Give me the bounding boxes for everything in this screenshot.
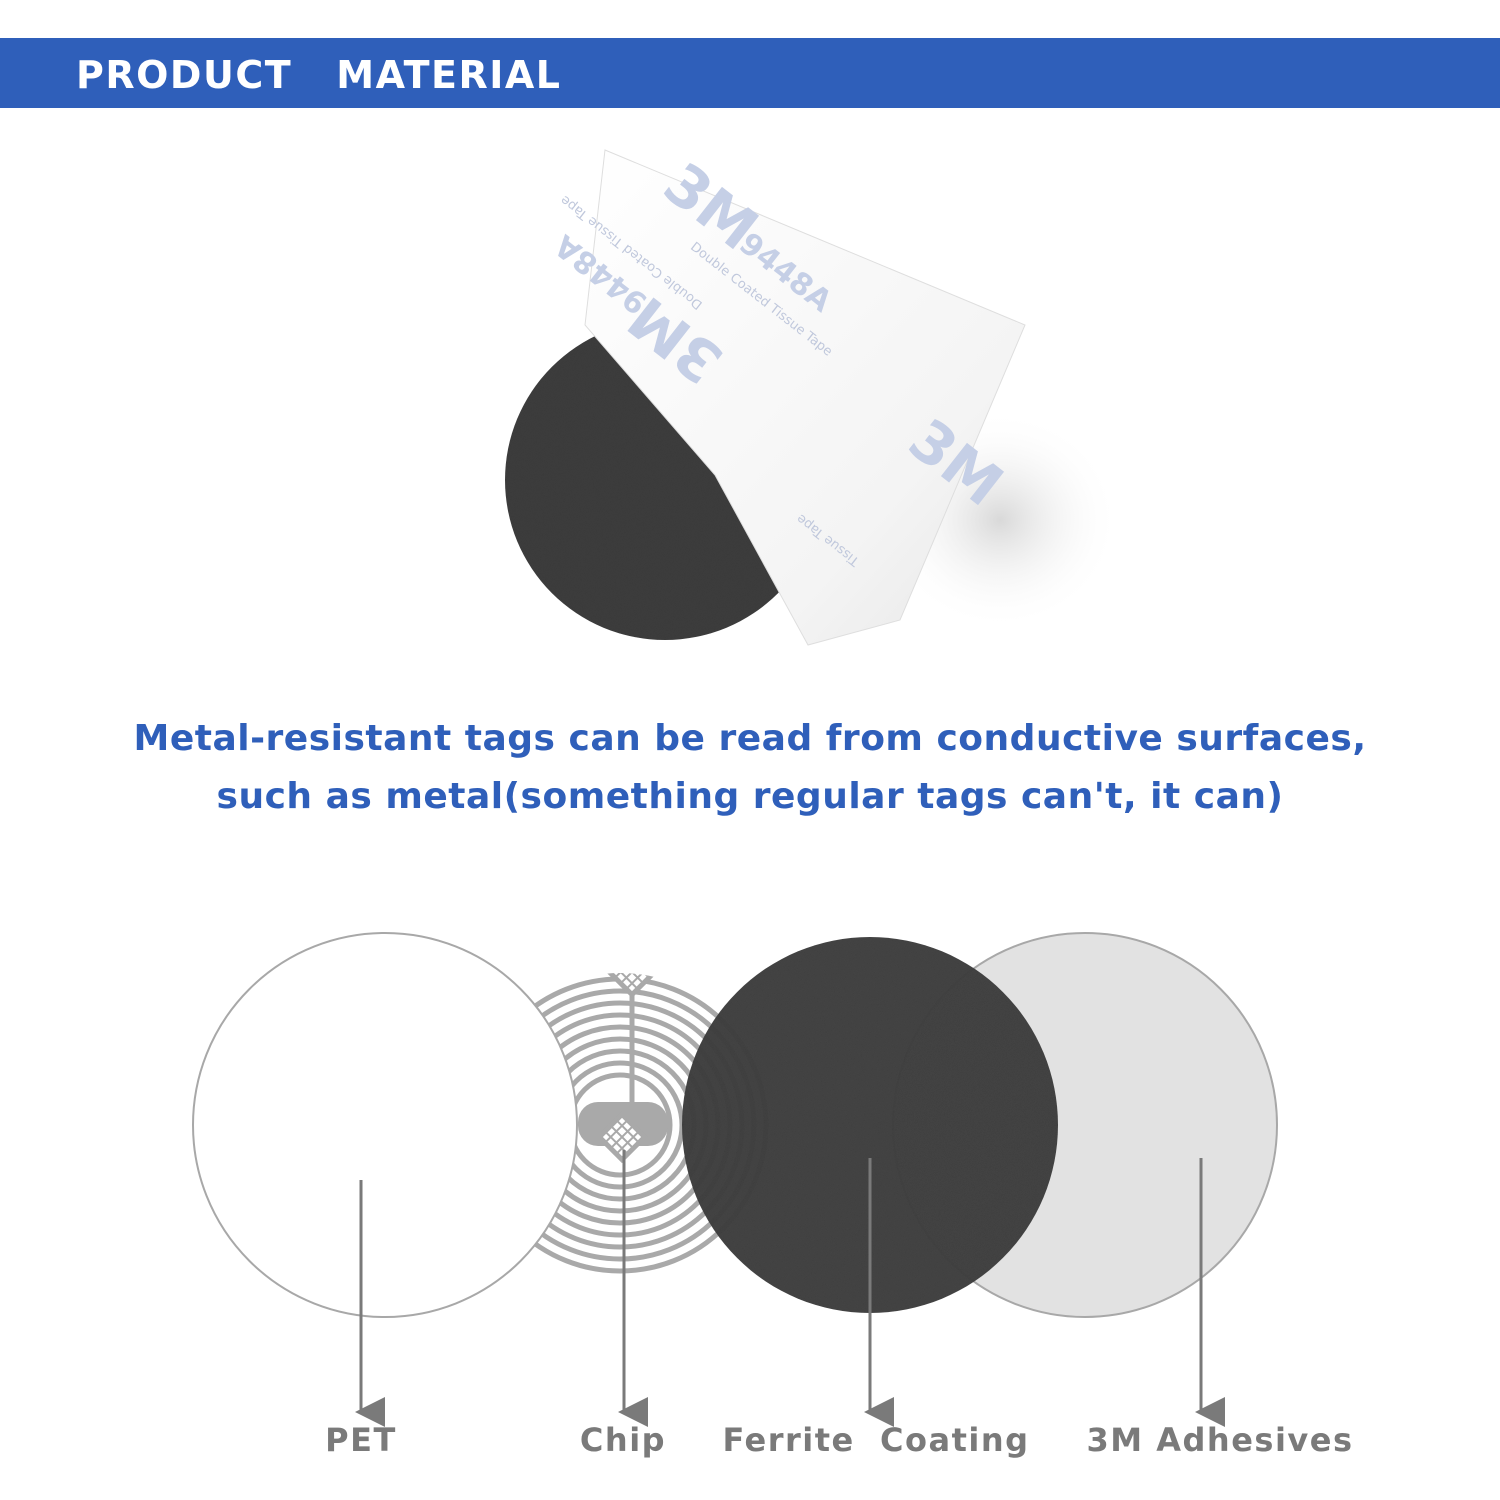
layer-label-ferrite-coating: Ferrite Coating	[722, 1421, 1030, 1459]
description-line-1: Metal-resistant tags can be read from co…	[133, 718, 1367, 759]
layer-label-pet: PET	[325, 1421, 397, 1459]
tape-liner	[584, 149, 1026, 646]
layer-diagram	[192, 932, 1278, 1427]
description-line-2: such as metal(something regular tags can…	[216, 776, 1284, 817]
header-title: PRODUCT MATERIAL	[76, 53, 562, 97]
product-photo: 3M 9448A Double Coated Tissue Tape 3M 94…	[505, 149, 1120, 646]
pet-disc	[192, 932, 578, 1318]
header-bar: PRODUCT MATERIAL	[0, 38, 1500, 108]
layer-label-3m-adhesives: 3M Adhesives	[1086, 1421, 1354, 1459]
description: Metal-resistant tags can be read from co…	[0, 710, 1500, 826]
ferrite-disc	[682, 937, 1058, 1313]
layer-label-chip: Chip	[579, 1421, 667, 1459]
